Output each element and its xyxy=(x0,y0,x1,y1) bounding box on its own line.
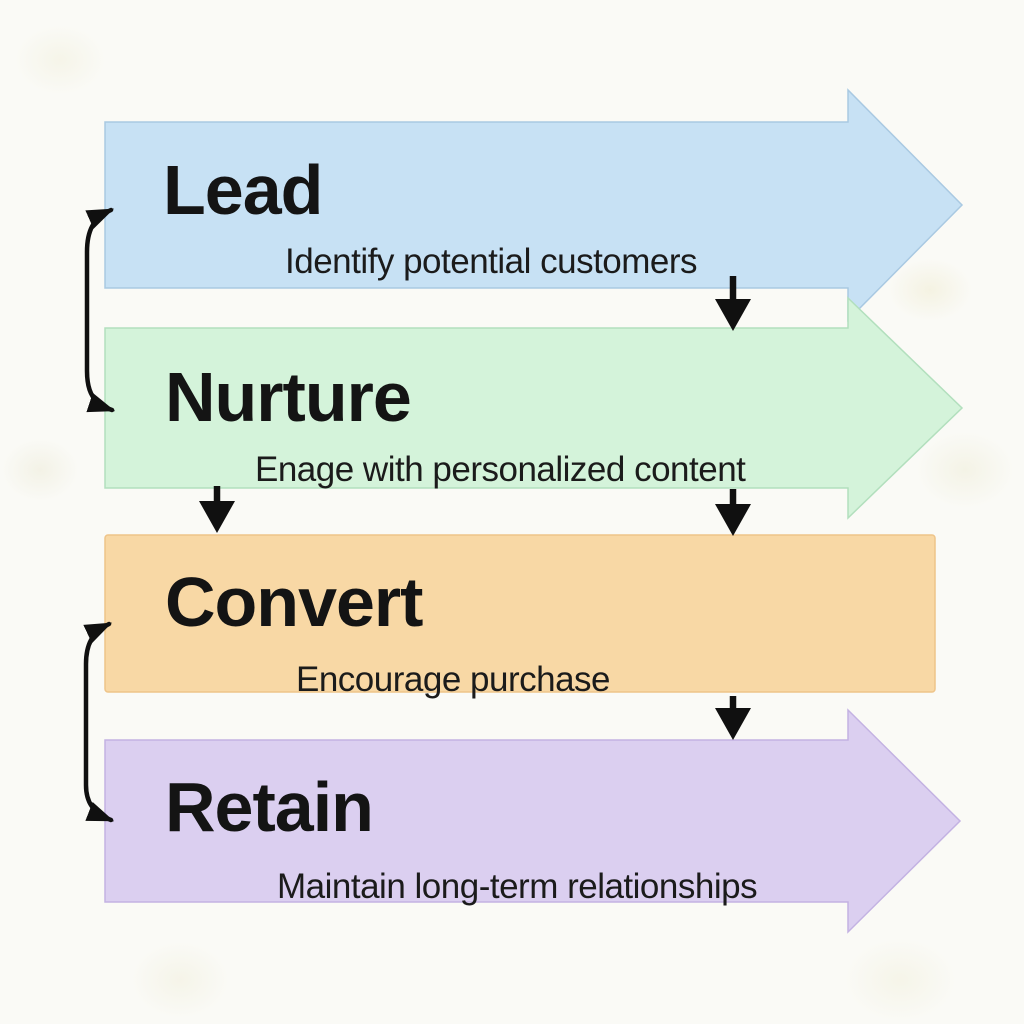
down-arrow-nurture-to-convert-right-icon xyxy=(715,489,751,536)
stage-bar-convert xyxy=(104,534,936,693)
stage-arrow-retain xyxy=(104,708,962,934)
stage-subtitle-retain: Maintain long-term relationships xyxy=(277,867,758,906)
stage-title-nurture: Nurture xyxy=(165,358,412,436)
down-arrow-lead-to-nurture-icon xyxy=(715,276,751,331)
stage-title-retain: Retain xyxy=(165,768,374,846)
down-arrow-convert-to-retain-icon xyxy=(715,696,751,740)
stage-subtitle-convert: Encourage purchase xyxy=(296,660,611,699)
stage-subtitle-lead: Identify potential customers xyxy=(285,242,698,281)
stage-arrow-nurture xyxy=(104,296,964,520)
stage-subtitle-nurture: Enage with personalized content xyxy=(255,450,746,489)
stage-title-convert: Convert xyxy=(165,563,423,641)
curved-connector-convert-retain-icon xyxy=(83,621,115,823)
down-arrow-nurture-to-convert-left-icon xyxy=(199,486,235,533)
stage-title-lead: Lead xyxy=(163,151,323,229)
stage-arrow-lead xyxy=(104,88,964,322)
curved-connector-lead-nurture-icon xyxy=(84,207,116,413)
